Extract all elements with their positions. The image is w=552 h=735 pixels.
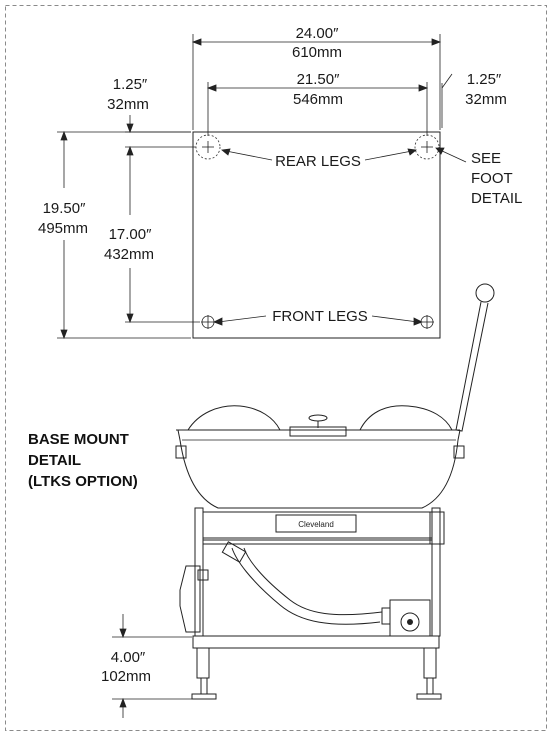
- title-line3: (LTKS OPTION): [28, 473, 138, 490]
- leg-span-depth-in: 17.00″: [109, 226, 153, 243]
- base-stand: [191, 635, 442, 700]
- overall-depth-mm: 495mm: [38, 220, 88, 237]
- overall-width-in: 24.00″: [296, 25, 340, 42]
- right-offset-in: 1.25″: [467, 71, 502, 88]
- title-line2: DETAIL: [28, 452, 81, 469]
- base-mount-title: BASE MOUNT DETAIL (LTKS OPTION): [28, 431, 138, 490]
- brand-plate-text: Cleveland: [298, 520, 334, 529]
- base-height-mm: 102mm: [101, 668, 151, 685]
- brand-plate: [275, 514, 357, 533]
- kettle-elevation: Cleveland: [175, 283, 495, 700]
- dimension-lines: [57, 34, 453, 718]
- see-foot-detail-line3: DETAIL: [471, 190, 522, 207]
- page-frame: [5, 5, 547, 731]
- leg-leaders: [213, 147, 467, 326]
- left-offset-mm: 32mm: [107, 96, 149, 113]
- support-frame: Cleveland: [179, 507, 445, 637]
- left-offset-in: 1.25″: [113, 76, 148, 93]
- leg-span-width-in: 21.50″: [297, 71, 341, 88]
- overall-width-mm: 610mm: [292, 44, 342, 61]
- rear-legs-label: REAR LEGS: [275, 153, 361, 170]
- see-foot-detail-line1: SEE: [471, 150, 501, 167]
- leg-span-depth-mm: 432mm: [104, 246, 154, 263]
- rear-right-leg: [414, 134, 440, 160]
- see-foot-detail-line2: FOOT: [471, 170, 513, 187]
- dimension-text: 24.00″ 610mm 21.50″ 546mm 1.25″ 32mm 1.2…: [38, 25, 507, 685]
- kettle-bowl: [175, 429, 465, 509]
- base-plate-outline: [192, 131, 441, 339]
- overall-depth-in: 19.50″: [43, 200, 87, 217]
- rear-left-leg: [195, 134, 221, 160]
- plan-view: REAR LEGS FRONT LEGS SEE FOOT DETAIL: [192, 131, 522, 339]
- front-left-leg: [201, 315, 215, 329]
- leg-span-width-mm: 546mm: [293, 91, 343, 108]
- right-offset-mm: 32mm: [465, 91, 507, 108]
- tilt-handle: [455, 283, 495, 432]
- front-legs-label: FRONT LEGS: [272, 308, 368, 325]
- base-height-in: 4.00″: [111, 649, 146, 666]
- kettle-lid: [176, 405, 460, 437]
- title-line1: BASE MOUNT: [28, 431, 129, 448]
